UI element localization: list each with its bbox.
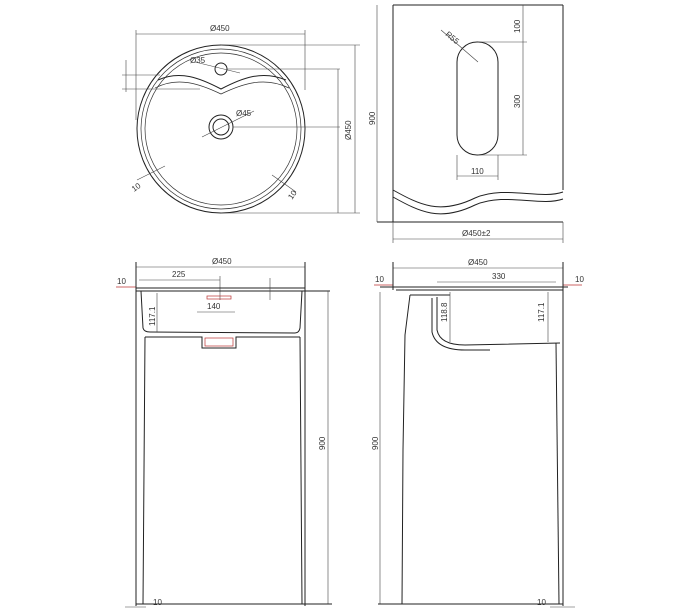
top-offset-label: 100	[513, 19, 522, 33]
slot-length-label: 300	[513, 94, 522, 108]
front-wall-label: 10	[117, 277, 126, 286]
front-height-label: 900	[318, 436, 327, 450]
drain-pipe	[431, 297, 561, 351]
drain-inner	[212, 118, 230, 136]
slot-width-label: 110	[471, 167, 484, 176]
pedestal-side	[401, 294, 450, 605]
height-dim-label: 900	[368, 111, 377, 125]
slot-opening	[456, 41, 499, 156]
wall-left-label: 10	[130, 181, 143, 194]
basin-section	[140, 290, 303, 334]
wall-right-label: 10	[286, 188, 299, 201]
depth-label: 117.1	[148, 306, 157, 326]
side-base-wall-label: 10	[537, 598, 546, 607]
drain-dim-label: 140	[207, 302, 221, 311]
front-view: Ø450 225 10 117.1 140 900 10	[116, 257, 332, 608]
front-width-label: Ø450	[212, 257, 232, 266]
overflow-wave	[157, 74, 287, 90]
pedestal-front	[142, 336, 303, 605]
side-width-label: Ø450	[468, 258, 488, 267]
drain-hole-label: Ø45	[236, 109, 252, 118]
slot-radius-label: R55	[444, 30, 461, 47]
side-view-top: 900 R55 100 300 110 Ø450±2	[368, 4, 564, 243]
half-dim-label: 225	[172, 270, 186, 279]
width-dim-label: Ø450	[210, 24, 230, 33]
side-wall-left-label: 10	[375, 275, 384, 284]
side-view: Ø450 330 10 10 118.8 117.1 900 10	[371, 258, 584, 608]
depth-left-label: 118.8	[440, 302, 449, 322]
inner-dim-label: 330	[492, 272, 506, 281]
width-dim-label-side: Ø450±2	[462, 229, 491, 238]
faucet-hole-label: Ø35	[190, 56, 206, 65]
top-view: Ø450 Ø35 Ø45 10 10 Ø450	[122, 24, 360, 214]
basin-outer-rim	[136, 44, 306, 214]
faucet-hole	[214, 62, 228, 76]
front-base-wall-label: 10	[153, 598, 162, 607]
pedestal-outline	[392, 5, 564, 222]
side-wall-right-label: 10	[575, 275, 584, 284]
depth-right-label: 117.1	[537, 302, 546, 322]
side-height-label: 900	[371, 436, 380, 450]
diameter-dim-label: Ø450	[344, 120, 353, 140]
